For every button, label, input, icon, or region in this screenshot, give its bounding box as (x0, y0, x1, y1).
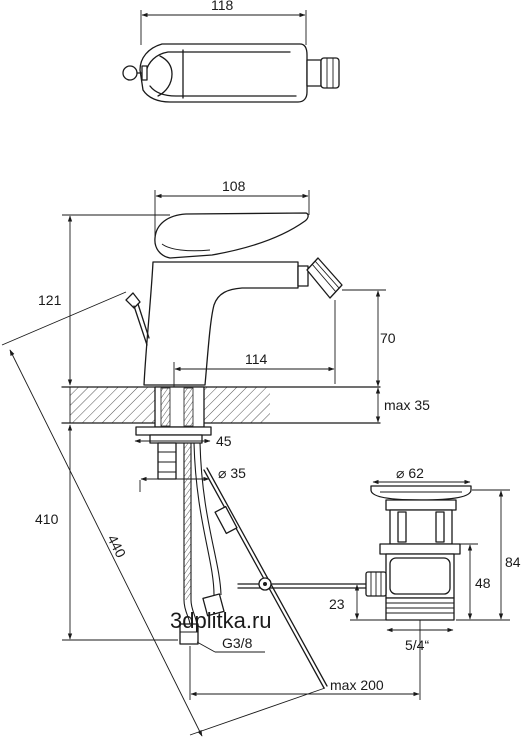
drain-rod (203, 467, 371, 689)
top-view: 118 (122, 0, 340, 103)
body-height-label: 48 (475, 575, 491, 591)
spout-height-label: 70 (380, 330, 396, 346)
height-label: 121 (38, 292, 62, 308)
watermark: 3dplitka.ru (170, 608, 272, 633)
rod-length-label: 440 (104, 532, 129, 560)
plug-diameter-label: ⌀ 62 (396, 465, 424, 481)
hose-length-label: 410 (35, 511, 59, 527)
shank-and-hoses (135, 386, 225, 645)
shank-label: 45 (216, 433, 232, 449)
outlet-height-label: 23 (329, 596, 345, 612)
rod-reach-label: max 200 (330, 677, 384, 693)
thread-leader-line (196, 641, 216, 653)
hole-diameter-label: ⌀ 35 (218, 465, 246, 481)
top-width-label: 118 (211, 0, 234, 13)
waste-thread-label: 5/4“ (405, 637, 429, 653)
spout-reach-label: 114 (245, 351, 268, 367)
total-height-label: 84 (505, 554, 521, 570)
side-view: 108 121 (1, 178, 430, 737)
deck-section (61, 386, 381, 424)
top-view-body (122, 43, 340, 103)
deck-thickness-label: max 35 (384, 397, 430, 413)
lever-handle (154, 212, 309, 259)
thread-label: G3/8 (222, 635, 253, 651)
lever-width-label: 108 (222, 178, 246, 194)
waste-view: ⌀ 62 84 48 (329, 465, 521, 653)
rod-length-dimension-line (9, 349, 203, 737)
waste-plug (370, 485, 472, 501)
mixer-body (125, 212, 343, 386)
